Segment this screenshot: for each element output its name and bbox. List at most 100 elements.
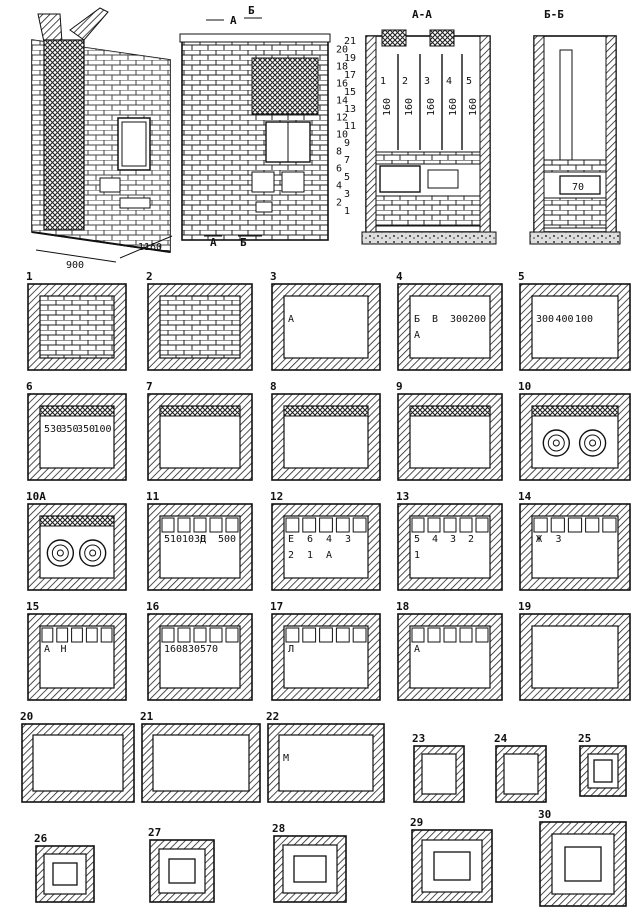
plan-channel-row — [39, 405, 115, 417]
plan-flue-cell — [335, 627, 350, 643]
hotplate-ring-mid — [84, 544, 102, 562]
plan-flue-cell — [193, 517, 207, 533]
plan-number: 23 — [412, 732, 425, 745]
plan-flue-cell — [177, 517, 191, 533]
course-plan: 22М — [266, 710, 385, 803]
course-plan: 20 — [20, 710, 135, 803]
plan-annotation: 6 — [307, 534, 313, 545]
chimney-opening — [593, 759, 613, 783]
plan-number: 26 — [34, 832, 48, 845]
hotplate-ring-outer — [578, 429, 607, 457]
course-plan: 27 — [148, 826, 215, 903]
plan-channel-row — [409, 405, 491, 417]
course-plan: 10А — [26, 490, 127, 591]
dimension-depth: 1160 — [119, 235, 173, 259]
front-elevation — [179, 33, 331, 241]
plan-flue-cell — [285, 517, 300, 533]
plan-interior — [152, 734, 250, 792]
plan-number: 10А — [26, 490, 46, 503]
plan-number: 22 — [266, 710, 279, 723]
plan-flue-cell — [225, 517, 239, 533]
plan-flue-cell — [209, 627, 223, 643]
row-scale-number: 19 — [344, 53, 356, 64]
plan-interior — [278, 734, 374, 792]
plan-number: 25 — [578, 732, 591, 745]
course-plan: 7 — [146, 380, 253, 481]
course-plan: 23 — [412, 732, 465, 803]
plan-flue-cell — [602, 517, 617, 533]
plan-annotation: 510 — [164, 534, 182, 545]
plan-annotation: 300 — [450, 314, 468, 325]
plan-channel-row — [39, 515, 115, 527]
plan-flue-cell — [352, 517, 367, 533]
plan-annotation: А — [414, 644, 420, 655]
plan-annotation: 350 — [61, 424, 79, 435]
hotplate-ring-outer — [78, 539, 107, 567]
row-scale-number: 14 — [336, 96, 348, 107]
row-scale-number: 15 — [344, 87, 356, 98]
hotplate-ring-inner — [552, 439, 560, 447]
plan-number: 3 — [270, 270, 277, 283]
plan-interior — [159, 295, 241, 359]
flue-number: 3 — [424, 76, 430, 87]
plan-interior — [531, 625, 619, 689]
plan-interior — [39, 295, 115, 359]
row-scale-number: 9 — [344, 138, 350, 149]
row-scale-number: 17 — [344, 70, 356, 81]
section-aa-title: А-А — [412, 8, 432, 21]
plan-annotation: Б — [414, 314, 420, 325]
plan-annotation: 200 — [468, 314, 486, 325]
bb-dim-label: 70 — [572, 182, 584, 193]
row-scale-number: 4 — [336, 181, 342, 192]
flue-dimension: 160 — [468, 98, 479, 116]
course-plan: 19 — [518, 600, 631, 701]
plan-number: 13 — [396, 490, 409, 503]
course-plan: 30 — [538, 808, 627, 907]
plan-interior — [531, 295, 619, 359]
width-dim-label: 900 — [66, 260, 84, 271]
plan-flue-cell — [550, 517, 565, 533]
plan-interior — [421, 753, 457, 795]
course-plan: 17Л — [270, 600, 381, 701]
plan-annotation: А — [326, 550, 332, 561]
chimney-opening — [564, 846, 602, 882]
plan-flue-cell — [411, 627, 425, 643]
plan-annotation: А — [288, 314, 294, 325]
plan-interior — [283, 295, 369, 359]
plan-number: 18 — [396, 600, 409, 613]
course-plan: 3А — [270, 270, 381, 371]
row-scale-number: 2 — [336, 198, 342, 209]
plan-flue-cell — [411, 517, 425, 533]
plan-channel-row — [159, 405, 241, 417]
row-scale-number: 10 — [336, 130, 348, 141]
cut-a-bottom-label: А — [210, 236, 217, 249]
plan-annotation: 530 — [44, 424, 62, 435]
plan-number: 21 — [140, 710, 154, 723]
chimney-opening — [52, 862, 78, 886]
stove-3d-cutaway — [31, 7, 171, 253]
hotplate-ring-mid — [584, 434, 602, 452]
dimension-width: 900 — [35, 249, 117, 271]
plan-annotation: 830 — [182, 644, 200, 655]
plan-annotation: 3 — [345, 534, 351, 545]
chimney-opening — [168, 858, 196, 884]
course-plan: 8 — [270, 380, 381, 481]
hotplate-ring-inner — [589, 439, 597, 447]
plan-flue-cell — [193, 627, 207, 643]
row-scale-number: 1 — [344, 206, 350, 217]
plan-number: 30 — [538, 808, 551, 821]
plan-number: 19 — [518, 600, 531, 613]
plan-annotation: 3 — [450, 534, 456, 545]
plan-flue-cell — [100, 627, 113, 643]
plan-number: 4 — [396, 270, 403, 283]
plan-flue-cell — [352, 627, 367, 643]
plan-flue-cell — [177, 627, 191, 643]
hotplate-ring-inner — [56, 549, 64, 557]
plan-number: 10 — [518, 380, 531, 393]
plan-flue-cell — [533, 517, 548, 533]
